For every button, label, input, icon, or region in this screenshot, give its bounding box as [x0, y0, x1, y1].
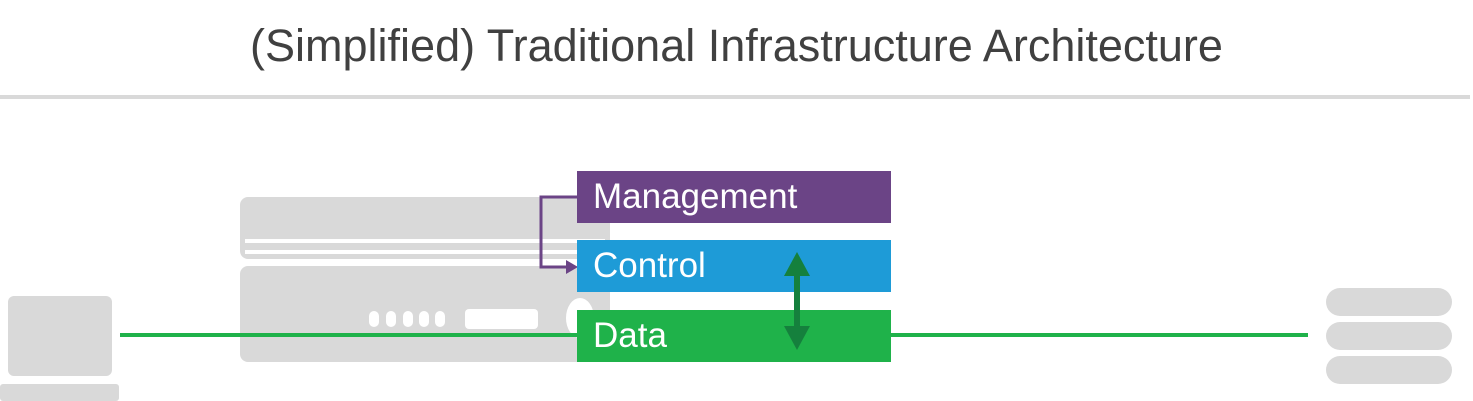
management-layer-label: Management	[593, 177, 798, 216]
database-stack-icon	[1326, 288, 1452, 384]
management-layer: Management	[577, 171, 891, 223]
title-divider	[0, 95, 1470, 99]
management-to-control-arrow	[539, 195, 578, 274]
control-layer: Control	[577, 240, 891, 292]
router-device-icon	[240, 197, 610, 362]
control-layer-label: Control	[593, 246, 706, 285]
laptop-icon	[0, 296, 119, 401]
diagram-title: (Simplified) Traditional Infrastructure …	[250, 20, 1223, 71]
data-layer: Data	[577, 310, 891, 362]
data-layer-label: Data	[593, 316, 667, 355]
